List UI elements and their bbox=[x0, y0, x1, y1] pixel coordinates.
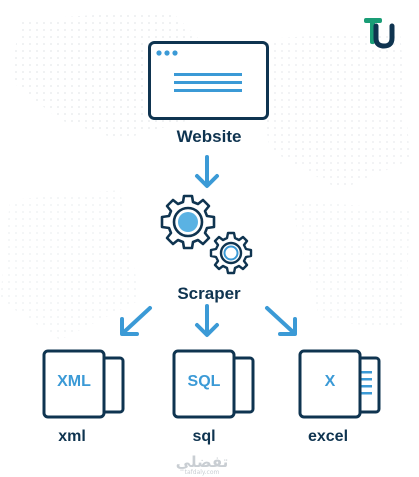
arrow-scraper-to-sql bbox=[195, 304, 219, 337]
scraper-label: Scraper bbox=[177, 284, 241, 303]
tu-logo-icon bbox=[364, 18, 395, 49]
excel-label: excel bbox=[307, 428, 349, 445]
watermark-text: تفضلي bbox=[175, 453, 229, 471]
xml-file-icon: XML bbox=[42, 349, 126, 419]
watermark-subtext: tafdaly.com bbox=[184, 469, 220, 476]
arrow-scraper-to-excel bbox=[265, 306, 297, 336]
sql-file-icon: SQL bbox=[172, 349, 256, 419]
excel-file-text: X bbox=[324, 373, 336, 390]
sql-label: sql bbox=[192, 428, 216, 445]
excel-file-icon: X bbox=[298, 349, 382, 419]
browser-window-icon bbox=[148, 41, 269, 120]
arrow-website-to-scraper bbox=[195, 155, 219, 188]
website-label: Website bbox=[176, 127, 242, 146]
sql-file-text: SQL bbox=[187, 373, 221, 390]
xml-file-text: XML bbox=[57, 373, 91, 390]
watermark: تفضلي tafdaly.com bbox=[152, 453, 252, 476]
arrow-scraper-to-xml bbox=[120, 306, 152, 336]
xml-label: xml bbox=[58, 428, 86, 445]
gears-icon bbox=[160, 194, 253, 275]
